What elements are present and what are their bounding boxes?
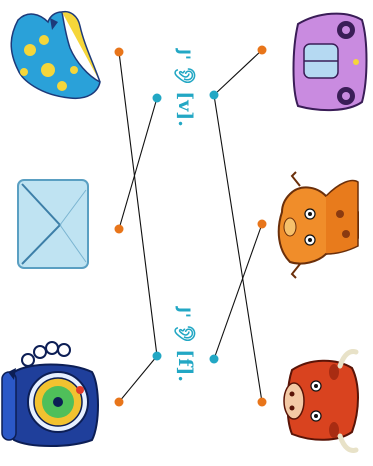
dress-image (10, 10, 101, 100)
left-dot[interactable] (114, 397, 124, 407)
label-prefix: J' (175, 307, 195, 318)
label-sound: [v]. (174, 91, 196, 127)
envelope-image (17, 179, 89, 269)
left-dot[interactable] (114, 47, 124, 57)
center-dot[interactable] (152, 93, 162, 103)
left-dot[interactable] (114, 224, 124, 234)
giraffe-image (277, 171, 359, 279)
connect-line (118, 51, 158, 357)
center-dot[interactable] (152, 351, 162, 361)
connect-line (213, 94, 263, 403)
cow-image (283, 349, 359, 453)
right-dot[interactable] (257, 397, 267, 407)
ear-icon: 👂︎ (173, 62, 197, 89)
telephone-image (1, 341, 99, 447)
right-dot[interactable] (257, 45, 267, 55)
center-dot[interactable] (209, 90, 219, 100)
connect-line (213, 223, 263, 360)
right-dot[interactable] (257, 219, 267, 229)
connect-line (213, 49, 263, 96)
car-image (292, 12, 368, 112)
center-dot[interactable] (209, 354, 219, 364)
sound-label-v: J' 👂︎ [v]. (172, 49, 198, 153)
label-sound: [f]. (174, 349, 196, 383)
connect-line (118, 355, 158, 403)
connect-line (118, 97, 158, 230)
sound-label-f: J' 👂︎ [f]. (172, 307, 198, 411)
label-prefix: J' (175, 49, 195, 60)
ear-icon: 👂︎ (173, 320, 197, 347)
